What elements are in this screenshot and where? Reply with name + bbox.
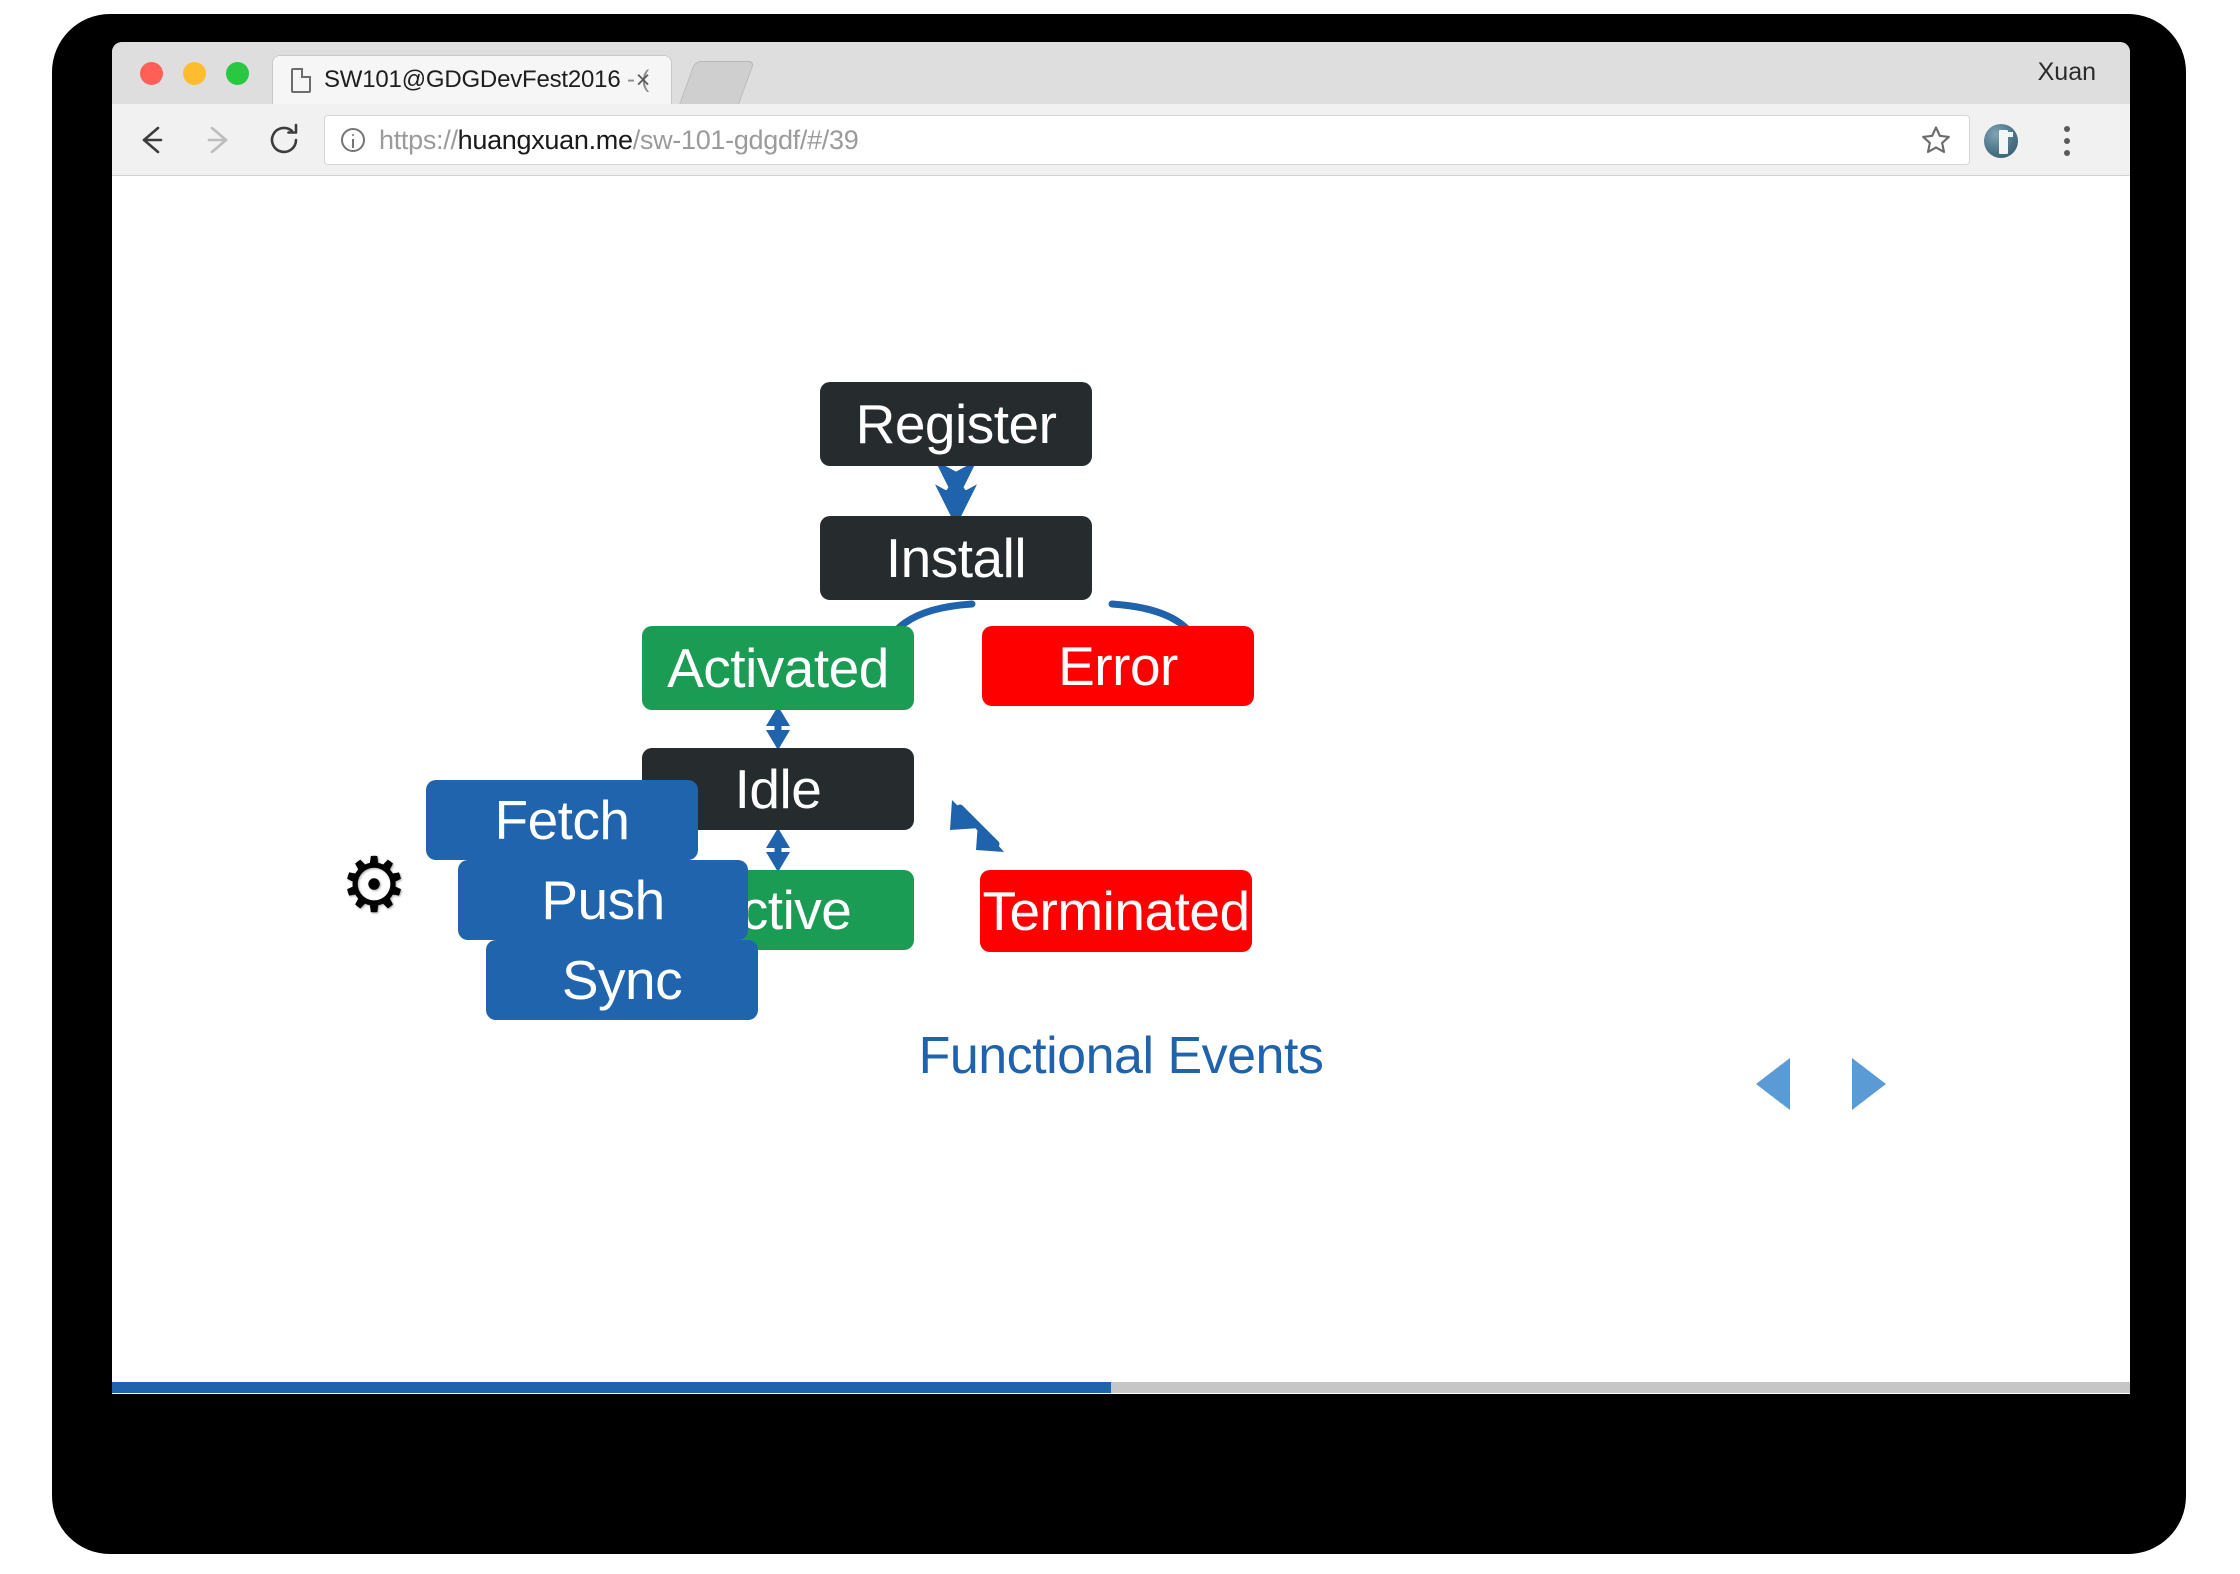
- state-node-error[interactable]: Error: [982, 626, 1254, 706]
- slide-caption: Functional Events: [918, 1027, 1324, 1085]
- state-node-register[interactable]: Register: [820, 382, 1092, 466]
- close-window-button[interactable]: [140, 62, 163, 85]
- event-node-push[interactable]: Push: [458, 860, 748, 940]
- forward-arrow-icon: [192, 114, 244, 166]
- state-node-terminated[interactable]: Terminated: [980, 870, 1252, 952]
- browser-window: SW101@GDGDevFest2016 - ( × Xuan: [112, 42, 2130, 1394]
- maximize-window-button[interactable]: [226, 62, 249, 85]
- three-dot-menu-icon[interactable]: [2052, 120, 2082, 162]
- info-circle-icon[interactable]: [341, 128, 365, 152]
- tab-strip: SW101@GDGDevFest2016 - ( × Xuan: [112, 42, 2130, 104]
- event-node-fetch[interactable]: Fetch: [426, 780, 698, 860]
- tab-title-text: SW101@GDGDevFest2016: [324, 66, 621, 93]
- reload-icon[interactable]: [258, 114, 310, 166]
- event-node-sync[interactable]: Sync: [486, 940, 758, 1020]
- url-host: huangxuan.me: [457, 124, 633, 155]
- slide-canvas: Register Install Activated Error Idle Ac…: [112, 176, 2130, 1393]
- minimize-window-button[interactable]: [183, 62, 206, 85]
- document-icon: [291, 67, 311, 93]
- browser-tab[interactable]: SW101@GDGDevFest2016 - ( ×: [272, 55, 672, 104]
- previous-slide-arrow[interactable]: [1756, 1058, 1790, 1110]
- close-tab-icon[interactable]: ×: [635, 66, 651, 94]
- url-path: /sw-101-gdgdf/#/39: [632, 124, 859, 155]
- gear-icon: ⚙: [340, 843, 409, 928]
- star-icon[interactable]: [1920, 124, 1952, 161]
- address-bar[interactable]: https://huangxuan.me/sw-101-gdgdf/#/39: [324, 115, 1970, 165]
- edge-active-terminated: [950, 800, 1004, 852]
- state-node-activated[interactable]: Activated: [642, 626, 914, 710]
- url-scheme: https://: [379, 124, 458, 155]
- next-slide-arrow[interactable]: [1852, 1058, 1886, 1110]
- state-node-install[interactable]: Install: [820, 516, 1092, 600]
- slide-progress-bar[interactable]: [112, 1382, 2130, 1393]
- edge-register-install: [935, 460, 978, 527]
- new-tab-button[interactable]: [679, 61, 755, 104]
- browser-toolbar: https://huangxuan.me/sw-101-gdgdf/#/39: [112, 104, 2130, 176]
- edge-idle-active: [766, 828, 790, 872]
- profile-avatar-icon[interactable]: [1984, 124, 2018, 158]
- back-arrow-icon[interactable]: [126, 114, 178, 166]
- tab-title-suffix: - (: [620, 66, 650, 93]
- state-diagram-arrows: [766, 460, 1222, 872]
- window-traffic-lights: [140, 62, 249, 85]
- profile-name-label[interactable]: Xuan: [2037, 58, 2096, 86]
- slide-progress-fill: [112, 1382, 1111, 1393]
- edge-activated-idle: [766, 706, 790, 750]
